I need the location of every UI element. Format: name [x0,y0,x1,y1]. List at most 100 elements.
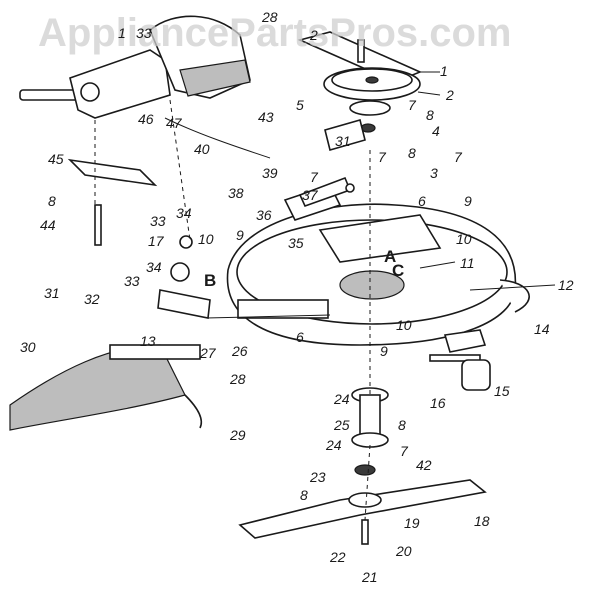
washer-42 [354,464,376,476]
callout-45: 45 [48,151,64,167]
callout-33: 33 [150,213,166,229]
idler-assembly [164,117,366,221]
callout-33: 33 [124,273,140,289]
callout-42: 42 [416,457,432,473]
roller-17 [170,262,190,282]
deck-bracket-assembly [67,158,211,319]
callout-27: 27 [199,345,217,361]
callout-24: 24 [325,437,342,453]
letter-a: A [384,247,396,266]
bearing-24-bottom [351,432,389,448]
chute-hinge-32 [109,344,201,360]
gearbox-housing [69,49,171,119]
callout-7: 7 [400,443,409,459]
callout-4: 4 [432,123,440,139]
callout-8: 8 [398,417,406,433]
callout-22: 22 [329,549,346,565]
bracket-14 [443,329,487,353]
callout-30: 30 [20,339,36,355]
pulley-assembly [297,31,423,133]
callout-8: 8 [408,145,416,161]
callout-7: 7 [408,97,417,113]
callout-26: 26 [231,343,248,359]
callout-32: 32 [84,291,100,307]
watermark: AppliancePartsPros.com [38,11,512,55]
letter-b: B [204,271,216,290]
callout-1: 1 [118,25,126,41]
callout-1: 1 [440,63,448,79]
chute-assembly [9,344,203,431]
callout-15: 15 [494,383,510,399]
callout-3: 3 [430,165,438,181]
callout-20: 20 [395,543,412,559]
deck-side-panel [237,299,329,319]
callout-28: 28 [229,371,246,387]
callout-labels: 28 2 1 33 1 2 7 8 4 5 43 46 47 40 39 38 … [20,9,574,585]
callout-34: 34 [146,259,162,275]
callout-7: 7 [454,149,463,165]
right-parts [429,329,491,391]
spindle-25 [359,394,381,436]
callout-31: 31 [335,133,351,149]
callout-38: 38 [228,185,244,201]
callout-6: 6 [296,329,304,345]
rod-16 [429,354,481,362]
callout-46: 46 [138,111,154,127]
gearbox-assembly [19,15,251,119]
callout-37: 37 [302,187,319,203]
callout-47: 47 [166,115,183,131]
callout-14: 14 [534,321,550,337]
callout-19: 19 [404,515,420,531]
callout-10: 10 [396,317,412,333]
spindle-assembly [238,387,487,545]
callout-28: 28 [261,9,278,25]
callout-25: 25 [333,417,350,433]
callout-9: 9 [380,343,388,359]
chute-30 [9,344,186,431]
callout-36: 36 [256,207,272,223]
shaft-collar [80,82,100,102]
callout-39: 39 [262,165,278,181]
callout-6: 6 [418,193,426,209]
mower-deck [226,203,530,346]
callout-17: 17 [148,233,165,249]
deck-spindle-opening [339,270,405,300]
callout-35: 35 [288,235,304,251]
callout-16: 16 [430,395,446,411]
pulley-hub [365,76,379,84]
callout-7: 7 [378,149,387,165]
callout-8: 8 [300,487,308,503]
callout-18: 18 [474,513,490,529]
callout-43: 43 [258,109,274,125]
callout-44: 44 [40,217,56,233]
roller-15 [461,359,491,391]
pin-29 [184,394,203,429]
cable-40 [164,117,271,159]
callout-8: 8 [426,107,434,123]
leader-lines [94,71,556,521]
callout-8: 8 [48,193,56,209]
spacer-38 [345,183,355,193]
callout-24: 24 [333,391,350,407]
callout-33: 33 [136,25,152,41]
callout-34: 34 [176,205,192,221]
gearbox-bracket [179,59,251,97]
callout-7: 7 [310,169,319,185]
bolt-21 [361,519,369,545]
callout-2: 2 [309,27,318,43]
callout-31: 31 [44,285,60,301]
callout-10: 10 [456,231,472,247]
callout-21: 21 [361,569,378,585]
letter-c: C [392,261,404,280]
callout-9: 9 [236,227,244,243]
callout-13: 13 [140,333,156,349]
callout-29: 29 [229,427,246,443]
callout-12: 12 [558,277,574,293]
bolt-44 [94,204,102,246]
deck-plate [318,214,442,263]
callout-5: 5 [296,97,304,113]
callout-2: 2 [445,87,454,103]
callout-40: 40 [194,141,210,157]
pulley-2 [349,100,391,116]
